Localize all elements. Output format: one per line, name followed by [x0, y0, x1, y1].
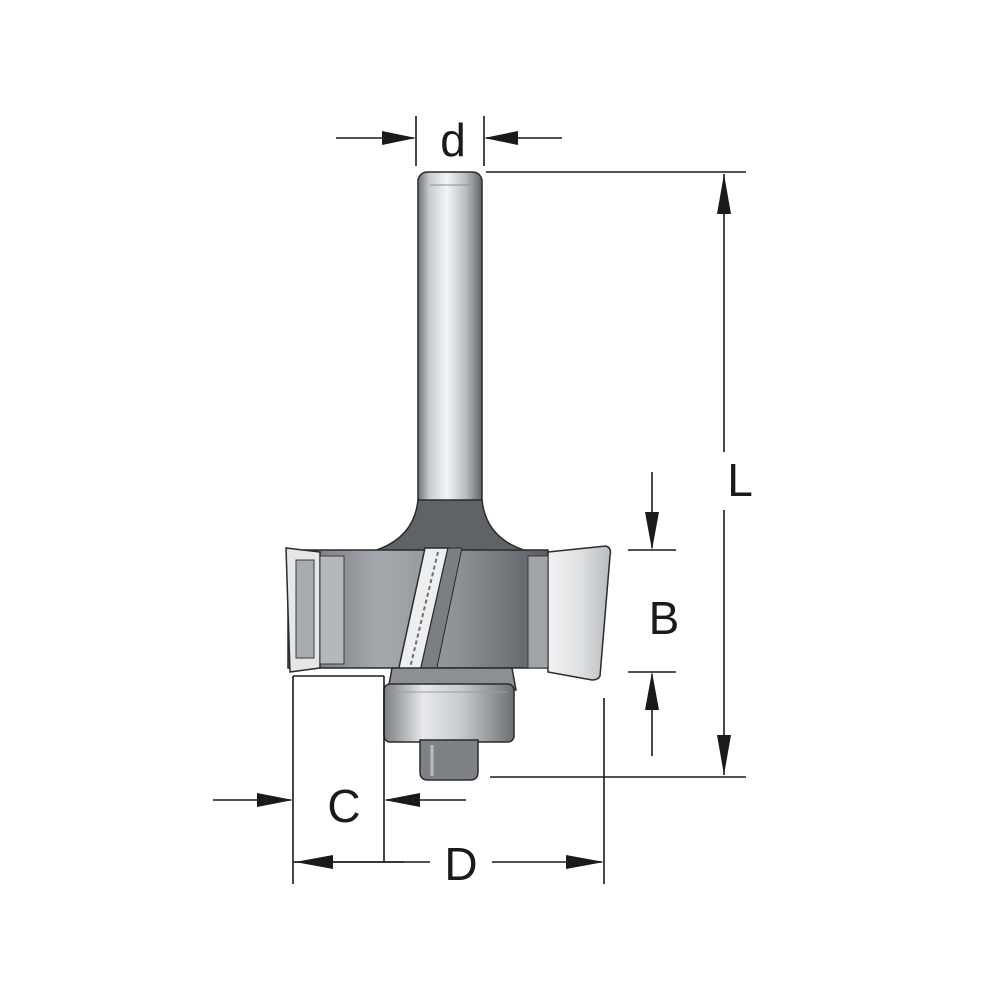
dimension-lines: d L B — [213, 114, 753, 890]
dimension-D: D — [295, 698, 605, 890]
dimension-C: C — [213, 675, 466, 884]
right-cutting-wing — [547, 545, 612, 681]
dim-label-D: D — [444, 838, 477, 890]
dim-label-L: L — [727, 454, 753, 506]
guide-bearing — [383, 683, 515, 743]
dim-label-B: B — [649, 592, 680, 644]
dimension-L: L — [486, 171, 753, 778]
router-bit — [285, 171, 612, 781]
dim-label-C: C — [327, 780, 360, 832]
dimension-B: B — [628, 472, 679, 756]
shank-fillet — [369, 499, 531, 553]
dimension-d: d — [336, 114, 562, 166]
bearing-screw — [419, 739, 479, 781]
shank — [417, 171, 483, 506]
dim-label-d: d — [440, 114, 466, 166]
